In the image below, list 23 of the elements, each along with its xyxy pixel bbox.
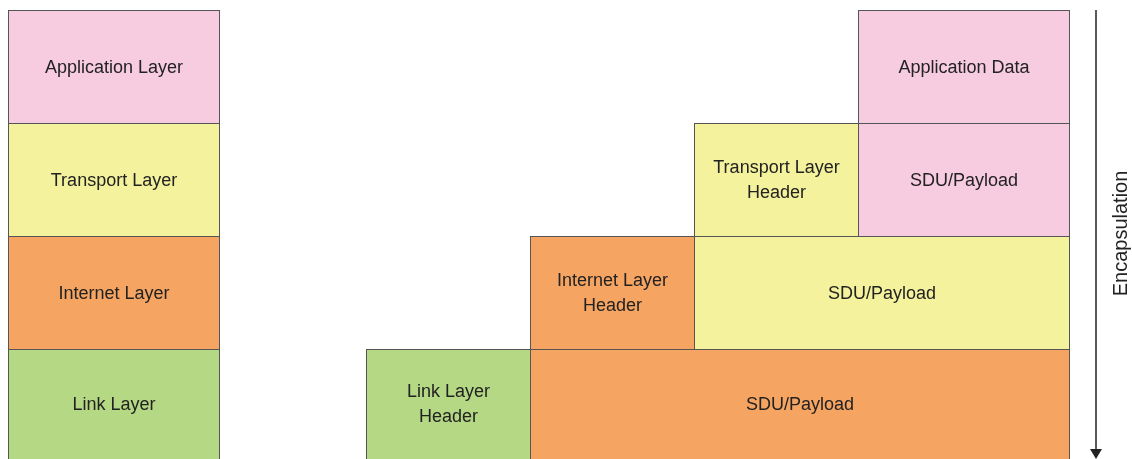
box-label: Application Data (897, 55, 1031, 79)
box-label: SDU/Payload (908, 168, 1020, 192)
layer-box (858, 10, 1070, 124)
box-label: Internet Layer Header (555, 269, 670, 317)
layer-box (8, 236, 220, 350)
box-label: Link Layer (71, 392, 157, 416)
layer-box (8, 123, 220, 237)
layer-box (530, 349, 1070, 459)
box-label: Internet Layer (57, 281, 171, 305)
layer-box (694, 123, 859, 237)
box-label: SDU/Payload (826, 281, 938, 305)
axis-label: Encapsulation (1109, 170, 1132, 296)
box-label: SDU/Payload (744, 392, 856, 416)
box-label: Transport Layer Header (712, 156, 841, 204)
layer-box (694, 236, 1070, 350)
box-label: Link Layer Header (405, 380, 492, 428)
box-label: Application Layer (43, 55, 185, 79)
layer-box (8, 10, 220, 124)
layer-box (8, 349, 220, 459)
layer-box (366, 349, 531, 459)
layer-box (858, 123, 1070, 237)
layer-box (530, 236, 695, 350)
box-label: Transport Layer (49, 168, 179, 192)
